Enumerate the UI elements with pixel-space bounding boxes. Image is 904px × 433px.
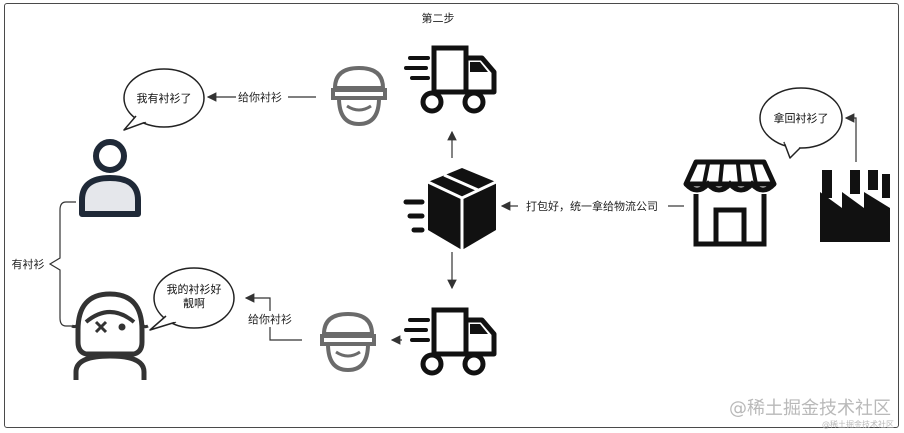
delivery-truck-icon (404, 307, 497, 376)
user-icon (79, 139, 141, 217)
package-box-icon (403, 168, 497, 250)
bubble-text-shop: 拿回衬衫了 (774, 111, 829, 125)
label-give-shirt-top: 给你衬衫 (238, 91, 282, 104)
watermark-main: @稀土掘金技术社区 (729, 398, 891, 419)
label-pack-to-logistics: 打包好，统一拿给物流公司 (526, 199, 658, 213)
factory-icon (820, 170, 890, 242)
storefront-icon (683, 159, 777, 247)
delivery-truck-icon (404, 45, 497, 114)
diagram-frame (4, 3, 899, 428)
courier-person-icon (320, 311, 376, 373)
label-have-shirt: 有衬衫 (12, 257, 45, 271)
watermark-sub: @稀土掘金技术社区 (822, 419, 894, 429)
bubble-text-bottom-line1: 我的衬衫好 (167, 282, 222, 296)
diagram-title: 第二步 (422, 11, 455, 25)
courier-person-icon (331, 65, 387, 127)
speech-bubble-top-user: 我有衬衫了 (123, 68, 205, 131)
speech-bubble-bottom-user: 我的衬衫好 靓啊 (149, 267, 235, 331)
bubble-text-top: 我有衬衫了 (137, 91, 192, 105)
bubble-text-bottom-line2: 靓啊 (183, 296, 205, 310)
woman-icon (71, 291, 149, 380)
label-give-shirt-bottom: 给你衬衫 (248, 313, 292, 326)
speech-bubble-shop: 拿回衬衫了 (759, 87, 843, 159)
